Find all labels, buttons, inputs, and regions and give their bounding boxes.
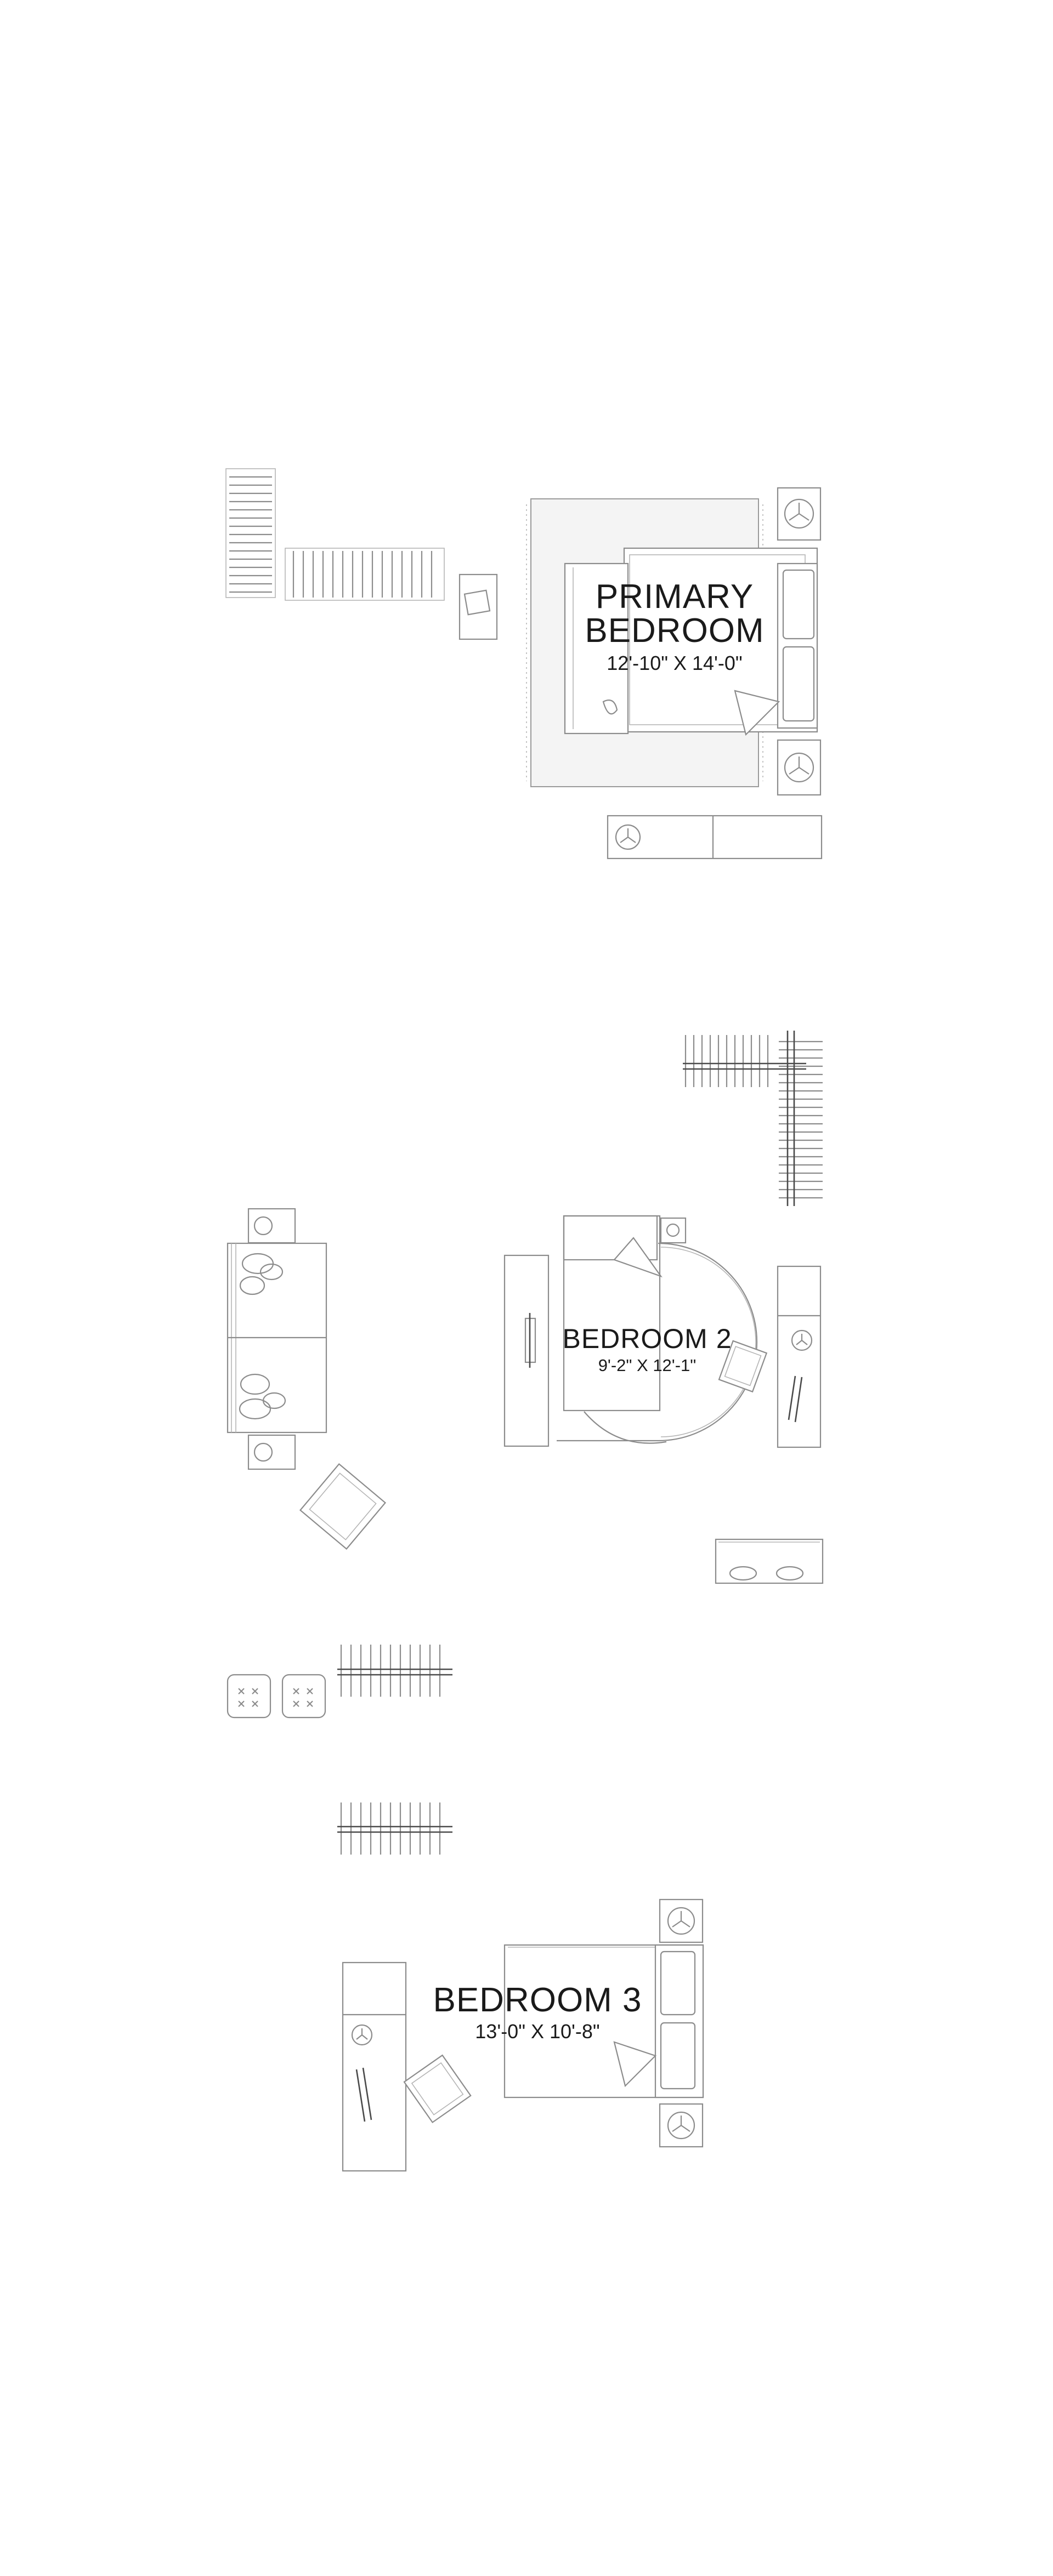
primary-dresser	[607, 815, 823, 860]
bedroom3-nightstand-top	[659, 1898, 704, 1943]
primary-bedroom-furniture	[225, 468, 823, 860]
bedroom2-name: BEDROOM 2	[562, 1323, 732, 1354]
bedroom3-dimensions: 13'-0" X 10'-8"	[475, 2020, 600, 2043]
primary-desk	[458, 573, 498, 640]
primary-bedroom-label: PRIMARY BEDROOM 12'-10" X 14'-0"	[565, 580, 784, 673]
bedroom2-tv-console	[503, 1254, 550, 1447]
bedroom3-nightstand-bottom	[659, 2103, 704, 2148]
primary-bedroom-dimensions: 12'-10" X 14'-0"	[607, 652, 743, 674]
bedroom3-desk	[342, 1961, 407, 2172]
bedroom3-furniture	[342, 1898, 704, 2172]
bedroom2-round-rug	[557, 1242, 758, 1442]
bedroom3-label: BEDROOM 3 13'-0" X 10'-8"	[422, 1983, 653, 2042]
primary-bedroom-name-line2: BEDROOM	[585, 612, 765, 650]
bedroom3-desk-chair	[403, 2054, 472, 2124]
primary-nightstand-bottom	[777, 739, 822, 796]
bedroom2-closet-hangers-horizontal	[683, 1035, 806, 1087]
bedroom2-bench	[715, 1538, 824, 1584]
bedroom2-desk-chair	[718, 1340, 768, 1393]
bedroom2-desk	[777, 1265, 822, 1448]
hall-closet-hangers-top	[337, 1645, 452, 1697]
hall-closet-hangers-bottom	[337, 1802, 452, 1855]
hall-stool-right	[281, 1674, 326, 1719]
bedroom3-bed	[503, 1944, 704, 2099]
bedroom2-bed	[563, 1215, 687, 1412]
hall-stool-left	[227, 1674, 271, 1719]
primary-bedroom-name-line1: PRIMARY	[595, 578, 754, 616]
bedroom2-furniture	[227, 1031, 824, 1584]
bedroom3-name: BEDROOM 3	[433, 1981, 642, 2019]
bedroom2-closet-hangers-vertical	[779, 1031, 823, 1206]
bedroom2-side-table-top	[247, 1208, 296, 1244]
primary-closet-hangers-vertical	[225, 468, 276, 598]
bedroom2-dimensions: 9'-2" X 12'-1"	[598, 1356, 697, 1375]
bedroom2-sofa	[227, 1242, 327, 1434]
primary-nightstand-top	[777, 487, 822, 541]
primary-closet-hangers-horizontal	[285, 548, 445, 601]
bedroom2-label: BEDROOM 2 9'-2" X 12'-1"	[548, 1325, 746, 1374]
bedroom2-accent-chair	[299, 1463, 387, 1550]
hall-elements	[227, 1645, 452, 1855]
bedroom2-side-table-bottom	[247, 1434, 296, 1470]
